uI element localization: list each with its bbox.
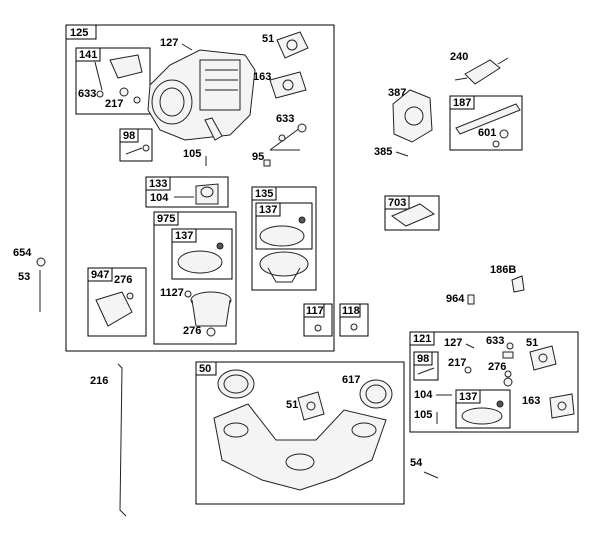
- group-121-label: 121: [413, 333, 431, 345]
- label-633-c: 633: [486, 335, 504, 347]
- label-617: 617: [342, 374, 360, 386]
- governor-link-216-part: [117, 363, 127, 517]
- choke-shaft-part: [96, 90, 104, 98]
- gasket-ring-right-part: [359, 379, 393, 409]
- group-703-label: 703: [388, 197, 406, 209]
- group-125-label: 125: [70, 27, 88, 39]
- group-50-label: 50: [199, 363, 211, 375]
- label-601: 601: [478, 127, 496, 139]
- group-121: 121 127 633 51 98 217 276 104 105 137 16…: [409, 331, 579, 433]
- label-276-c: 276: [488, 361, 506, 373]
- group-50: 50 617 51: [195, 361, 405, 505]
- label-217-a: 217: [105, 98, 123, 110]
- float-part: [195, 183, 219, 205]
- group-187-label: 187: [453, 97, 471, 109]
- carburetor-body-part: [147, 49, 256, 141]
- label-51-b: 51: [526, 337, 538, 349]
- group-141: 141: [75, 47, 151, 115]
- label-387: 387: [388, 87, 406, 99]
- group-187: 187 601: [449, 95, 523, 151]
- label-105-b: 105: [414, 409, 432, 421]
- label-186b: 186B: [490, 264, 516, 276]
- gasket-ring-left-part: [217, 369, 255, 399]
- label-240: 240: [450, 51, 468, 63]
- choke-plate-part: [109, 54, 143, 79]
- group-135-label: 135: [255, 188, 273, 200]
- group-98-a: 98: [119, 128, 153, 162]
- group-98-b-label: 98: [417, 353, 429, 365]
- group-141-label: 141: [79, 49, 97, 61]
- gasket-kit-137-c-part: [461, 407, 503, 425]
- group-117-label: 117: [306, 305, 324, 317]
- label-51-c: 51: [286, 399, 298, 411]
- label-95: 95: [252, 151, 264, 163]
- group-137-b-label: 137: [259, 204, 277, 216]
- group-137-c-label: 137: [459, 391, 477, 403]
- label-276-b: 276: [183, 325, 201, 337]
- label-385: 385: [374, 146, 392, 158]
- label-127-b: 127: [444, 337, 462, 349]
- group-125: 125: [65, 24, 335, 352]
- group-118: 118: [339, 303, 369, 337]
- gasket-51-b-part: [529, 345, 557, 371]
- group-133-label: 133: [149, 178, 167, 190]
- group-133: 133 104: [145, 176, 229, 208]
- label-127-a: 127: [160, 37, 178, 49]
- label-654: 654: [13, 247, 32, 259]
- label-276-a: 276: [114, 274, 132, 286]
- gasket-kit-137-a-part: [177, 250, 223, 274]
- label-163-a: 163: [253, 71, 271, 83]
- label-633-b: 633: [276, 113, 294, 125]
- label-105-a: 105: [183, 148, 201, 160]
- label-216: 216: [90, 375, 108, 387]
- label-104-a: 104: [150, 192, 169, 204]
- group-135: 135 137: [251, 186, 317, 291]
- gasket-51-part: [276, 31, 309, 59]
- group-118-label: 118: [342, 305, 360, 317]
- fuel-line-part: [455, 103, 521, 135]
- label-163-b: 163: [522, 395, 540, 407]
- label-633-a: 633: [78, 88, 96, 100]
- intake-manifold-part: [213, 403, 387, 491]
- gasket-163-part: [269, 71, 307, 99]
- group-975: 975 137: [153, 211, 237, 345]
- group-947: 947 276: [87, 267, 147, 337]
- gasket-kit-137-part: [259, 225, 305, 247]
- group-98-a-label: 98: [123, 130, 135, 142]
- fuel-pump-part: [392, 89, 433, 143]
- group-703: 703: [384, 195, 440, 231]
- gasket-163-b-part: [549, 393, 575, 419]
- bracket-703-part: [390, 203, 436, 227]
- label-54: 54: [410, 457, 423, 469]
- group-947-label: 947: [91, 269, 109, 281]
- group-137-a-label: 137: [175, 230, 193, 242]
- label-217-b: 217: [448, 357, 466, 369]
- group-117: 117: [303, 303, 333, 337]
- label-1127: 1127: [160, 287, 184, 299]
- label-104-b: 104: [414, 389, 433, 401]
- fuel-filter-part: [464, 59, 501, 85]
- label-964: 964: [446, 293, 465, 305]
- solenoid-part: [95, 291, 133, 327]
- label-53: 53: [18, 271, 30, 283]
- gasket-51-c-part: [297, 391, 325, 421]
- bolt-54-part: [423, 471, 439, 479]
- label-51-a: 51: [262, 33, 274, 45]
- group-975-label: 975: [157, 213, 175, 225]
